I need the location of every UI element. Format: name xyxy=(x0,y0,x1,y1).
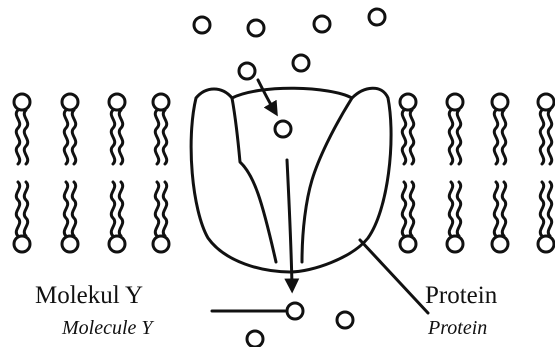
lipid-bilayer-left xyxy=(12,92,171,254)
phospholipid-top xyxy=(60,92,80,166)
protein-label: Protein xyxy=(425,282,498,309)
protein-subunit-right xyxy=(300,96,354,264)
extracellular-molecules xyxy=(192,7,387,81)
molecule xyxy=(335,310,355,330)
molecule xyxy=(246,18,266,38)
entry-arrow xyxy=(256,78,278,117)
intracellular-molecules xyxy=(245,301,355,347)
phospholipid-bottom xyxy=(536,180,555,254)
lipid-bilayer-right xyxy=(398,92,555,254)
protein-label-english: Protein xyxy=(427,317,487,339)
protein-subunit-left xyxy=(230,96,278,264)
phospholipid-top xyxy=(445,92,465,166)
phospholipid-bottom xyxy=(107,180,127,254)
phospholipid-top xyxy=(151,92,171,166)
molecule xyxy=(312,14,332,34)
channel-protein xyxy=(189,86,393,274)
phospholipid-top xyxy=(12,92,32,166)
phospholipid-top xyxy=(107,92,127,166)
phospholipid-bottom xyxy=(60,180,80,254)
phospholipid-bottom xyxy=(490,180,510,254)
molecule xyxy=(245,329,265,347)
molecule xyxy=(192,15,212,35)
molecule-in-channel xyxy=(273,119,293,139)
molecule-label: Molekul Y xyxy=(35,282,143,309)
phospholipid-bottom xyxy=(445,180,465,254)
phospholipid-top xyxy=(490,92,510,166)
molecule-y xyxy=(285,301,305,321)
molecule xyxy=(367,7,387,27)
molecule-label-english: Molecule Y xyxy=(61,317,154,339)
molecule xyxy=(237,61,257,81)
phospholipid-top xyxy=(398,92,418,166)
phospholipid-bottom xyxy=(12,180,32,254)
molecule xyxy=(291,53,311,73)
phospholipid-bottom xyxy=(398,180,418,254)
phospholipid-top xyxy=(536,92,555,166)
phospholipid-bottom xyxy=(151,180,171,254)
protein-leader-line xyxy=(358,238,430,315)
transport-arrow xyxy=(284,158,300,294)
